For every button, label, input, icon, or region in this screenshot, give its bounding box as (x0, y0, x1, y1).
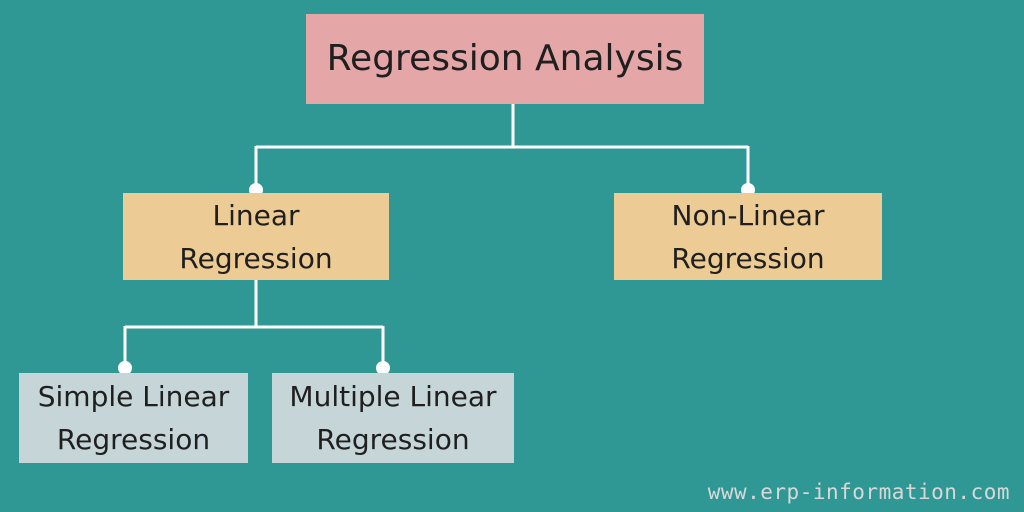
node-regression-analysis-label: Regression Analysis (326, 38, 684, 79)
connector-level-2 (123, 279, 385, 366)
connector-level-1 (254, 104, 750, 189)
node-linear-regression-line2: Regression (179, 241, 333, 275)
node-nonlinear-regression: Non-Linear Regression (614, 193, 882, 280)
node-regression-analysis: Regression Analysis (306, 14, 704, 104)
node-nonlinear-regression-line1: Non-Linear (671, 198, 825, 232)
watermark-url: www.erp-information.com (707, 480, 1010, 504)
node-multiple-linear-regression-line2: Regression (316, 423, 470, 456)
node-simple-linear-regression: Simple Linear Regression (19, 373, 248, 463)
node-linear-regression: Linear Regression (123, 193, 389, 280)
node-simple-linear-regression-line1: Simple Linear (37, 380, 230, 413)
node-nonlinear-regression-line2: Regression (671, 241, 825, 275)
node-multiple-linear-regression: Multiple Linear Regression (272, 373, 514, 463)
node-multiple-linear-regression-line1: Multiple Linear (289, 380, 497, 413)
node-simple-linear-regression-line2: Regression (56, 423, 211, 456)
node-linear-regression-line1: Linear (212, 198, 300, 232)
